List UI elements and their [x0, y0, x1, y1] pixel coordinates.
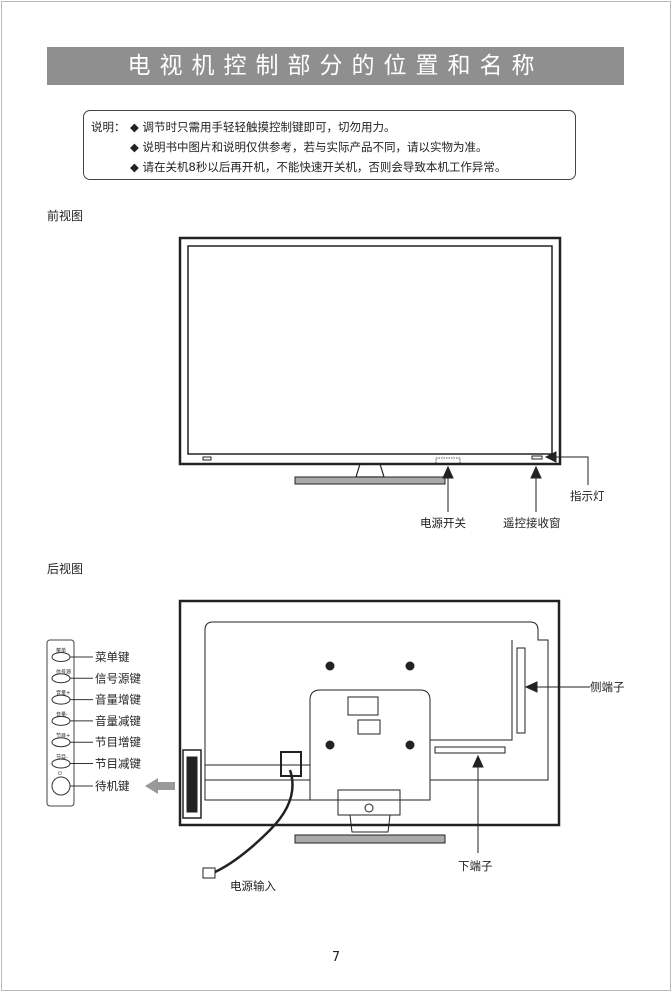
tv-front-diagram: [178, 236, 562, 485]
standby-key-label: 待机键: [95, 779, 130, 793]
panel-button-small-label: 音量-: [56, 711, 68, 718]
panel-button-label: 节目增键: [95, 735, 141, 749]
power-input-label: 电源输入: [230, 879, 276, 893]
note-box: 说明： 调节时只需用手轻轻触摸控制键即可，切勿用力。 说明书中图片和说明仅供参考…: [83, 110, 576, 180]
bottom-ports-label: 下端子: [458, 859, 493, 873]
note-line: 请在关机8秒以后再开机，不能快速开关机，否则会导致本机工作异常。: [130, 157, 507, 177]
rear-callouts: [472, 681, 590, 853]
standby-button[interactable]: [51, 776, 71, 796]
arrow-icon: [145, 778, 175, 794]
side-ports-label: 侧端子: [590, 680, 625, 694]
power-icon: ⏻: [58, 771, 62, 777]
note-label: 说明：: [91, 120, 126, 134]
tv-rear-diagram: [178, 599, 561, 879]
panel-button-label: 节目减键: [95, 757, 141, 771]
panel-button-small-label: 菜单: [56, 647, 66, 654]
note-line: 说明书中图片和说明仅供参考，若与实际产品不同，请以实物为准。: [130, 137, 506, 157]
front-callouts: [442, 451, 589, 512]
remote-window-label: 遥控接收窗: [503, 516, 561, 530]
panel-button-label: 音量增键: [95, 693, 141, 707]
panel-button-label: 音量减键: [95, 714, 141, 728]
note-line: 调节时只需用手轻轻触摸控制键即可，切勿用力。: [130, 117, 506, 137]
power-switch-label: 电源开关: [420, 516, 466, 530]
front-view-heading: 前视图: [47, 209, 84, 223]
indicator-label: 指示灯: [570, 489, 605, 503]
rear-view-heading: 后视图: [47, 562, 84, 576]
panel-button-small-label: 节目-: [56, 755, 68, 761]
panel-button-label: 信号源键: [95, 671, 141, 685]
page-title: 电视机控制部分的位置和名称: [47, 47, 624, 85]
panel-button-small-label: 信号源: [56, 668, 71, 675]
page-number: 7: [331, 950, 341, 965]
panel-button-label: 菜单键: [95, 650, 130, 664]
panel-button-small-label: 音量+: [56, 690, 70, 697]
panel-button-small-label: 节目+: [56, 733, 70, 739]
